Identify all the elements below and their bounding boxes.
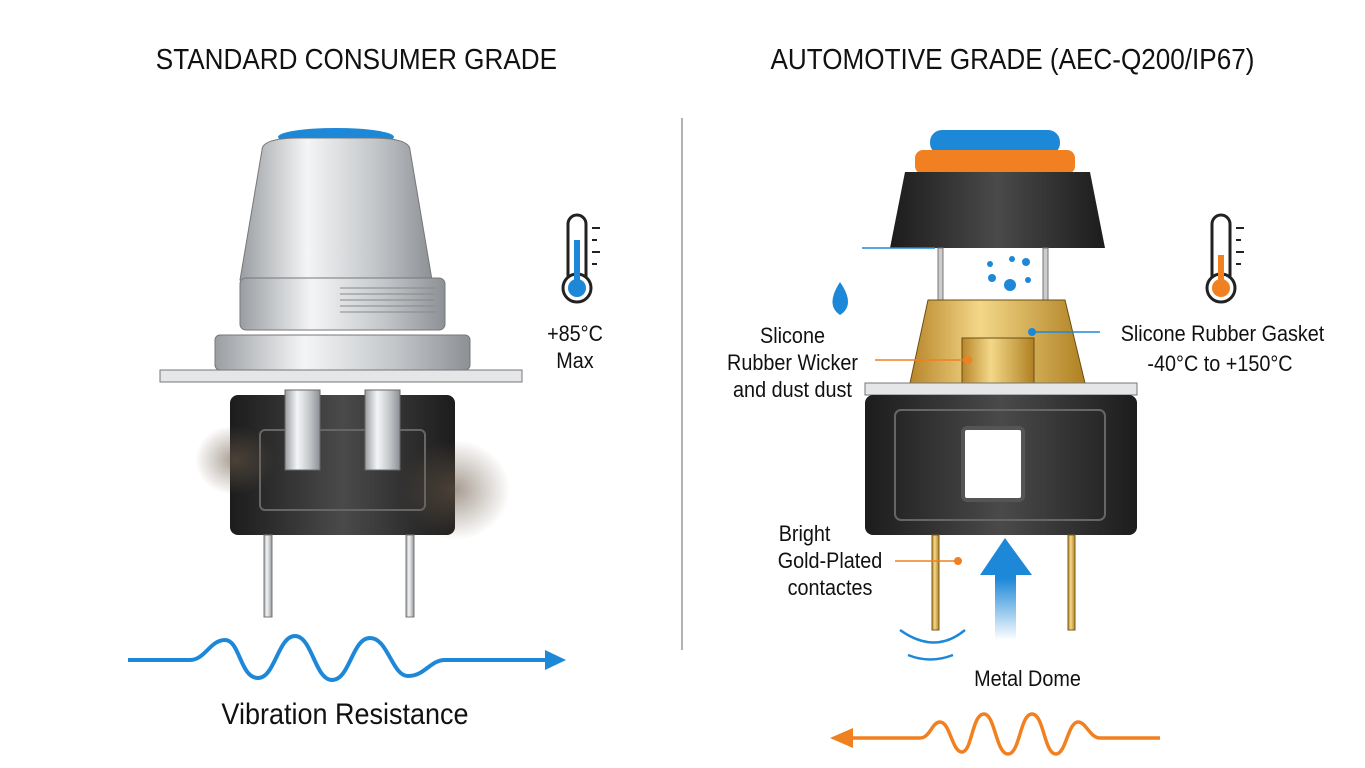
contacts-label-line: contactes <box>787 575 873 600</box>
wicker-label: Slicone Rubber Wicker and dust dust <box>718 322 867 403</box>
wicker-label-line: Rubber Wicker <box>727 350 858 375</box>
right-title: AUTOMOTIVE GRADE (AEC-Q200/IP67) <box>770 44 1255 76</box>
thermometer-icon-blue <box>561 213 600 304</box>
gasket-label: Slicone Rubber Gasket <box>1120 321 1325 346</box>
water-drops <box>832 256 1031 315</box>
leader-lines <box>862 247 1100 565</box>
left-temp-value: +85°C <box>547 321 603 346</box>
automotive-switch-graphic <box>864 130 1138 661</box>
temp-range-label: -40°C to +150°C <box>1147 351 1293 376</box>
left-caption: Vibration Resistance <box>221 698 469 731</box>
contacts-label-line: Gold-Plated <box>777 548 883 573</box>
vibration-wave-blue <box>128 633 566 683</box>
contacts-label-line: Bright <box>778 521 831 546</box>
vibration-wave-orange <box>830 712 1160 756</box>
left-temp-note: Max <box>556 348 594 373</box>
wicker-label-line: Slicone <box>760 323 825 348</box>
consumer-switch-graphic <box>159 128 523 618</box>
wicker-label-line: and dust dust <box>733 377 852 402</box>
thermometer-icon-orange <box>1205 213 1244 304</box>
metal-dome-label: Metal Dome <box>974 666 1081 691</box>
water-drop-icon <box>832 282 848 315</box>
left-title: STANDARD CONSUMER GRADE <box>155 44 558 76</box>
contacts-label: Bright Gold-Plated contactes <box>763 520 898 601</box>
